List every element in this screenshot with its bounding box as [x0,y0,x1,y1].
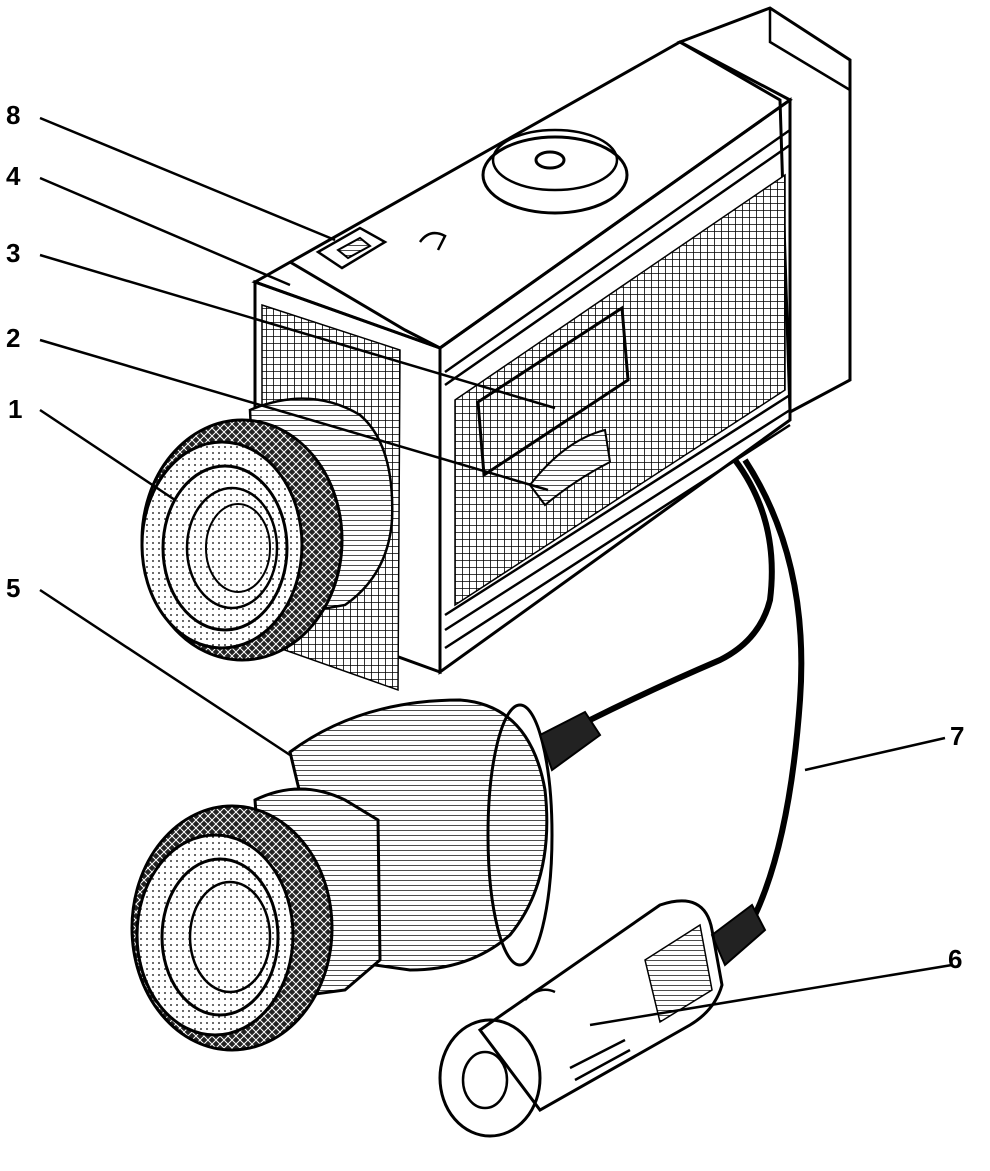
cable [588,458,805,917]
callout-7: 7 [950,721,964,751]
callout-6: 6 [948,944,962,974]
power-plug [438,899,767,1138]
callout-5: 5 [6,573,20,603]
main-lens [140,397,394,662]
callout-4: 4 [6,161,21,191]
callout-1: 1 [8,394,22,424]
leader-line-4 [39,176,291,287]
callout-labels: 8 4 3 2 1 5 7 6 [6,100,964,974]
callout-2: 2 [6,323,20,353]
spare-lens [130,698,602,1052]
callout-3: 3 [6,238,20,268]
leader-line-3 [39,253,556,410]
leader-lines [39,116,953,1027]
leader-line-6 [589,963,953,1027]
leader-line-2 [39,338,549,492]
leader-line-7 [804,736,946,772]
leader-line-8 [39,116,336,242]
leader-line-1 [39,408,176,502]
leader-line-5 [39,588,291,757]
callout-8: 8 [6,100,20,130]
